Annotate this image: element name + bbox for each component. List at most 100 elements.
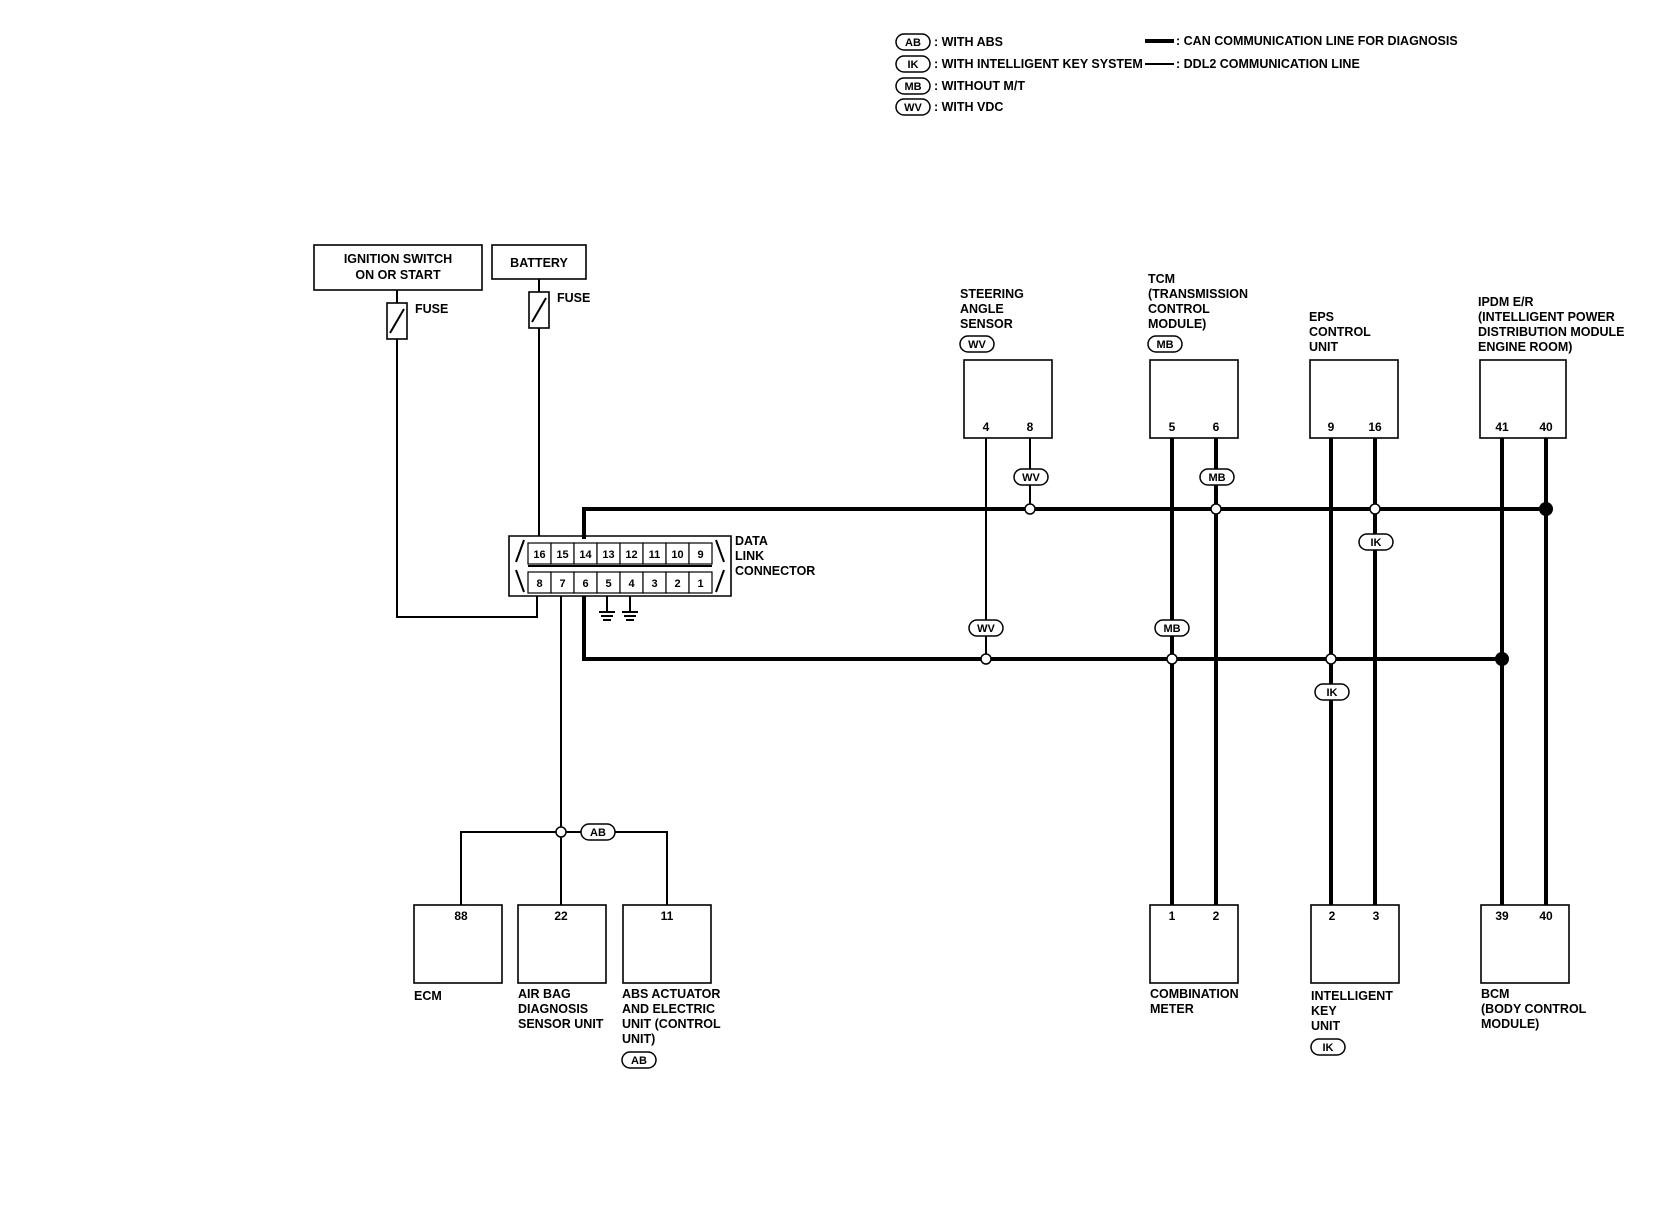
- battery-label: BATTERY: [510, 256, 568, 270]
- wire-tag-ab: AB: [580, 823, 616, 841]
- bcm-pin-40: 40: [1539, 909, 1553, 923]
- bcm: 39 40 BCM (BODY CONTROL MODULE): [1480, 904, 1587, 1031]
- tcm-label-2: (TRANSMISSION: [1148, 287, 1248, 301]
- legend-text: : WITH VDC: [934, 100, 1003, 114]
- abs-pin-11: 11: [661, 909, 674, 923]
- eps-pin-16: 16: [1368, 420, 1382, 434]
- bcm-label-2: (BODY CONTROL: [1481, 1002, 1587, 1016]
- legend-item-wv: WV : WITH VDC: [895, 98, 1003, 116]
- combo-label-2: METER: [1150, 1002, 1194, 1016]
- eps-label-2: CONTROL: [1309, 325, 1371, 339]
- steering-label-1: STEERING: [960, 287, 1024, 301]
- ecm-label: ECM: [414, 989, 442, 1003]
- dlc-top-pin-cell: [688, 542, 713, 565]
- dlc-label-3: CONNECTOR: [735, 564, 815, 578]
- ikey-pin-2: 2: [1329, 909, 1336, 923]
- tcm-pin-6: 6: [1213, 420, 1220, 434]
- wire-tag-ab-text: AB: [590, 827, 606, 839]
- fuse-label: FUSE: [415, 302, 448, 316]
- steering-pin-8: 8: [1027, 420, 1034, 434]
- ecm-pin-88: 88: [454, 909, 468, 923]
- legend-code: MB: [904, 81, 921, 93]
- legend-can-line-text: : CAN COMMUNICATION LINE FOR DIAGNOSIS: [1176, 34, 1458, 48]
- ground-symbols: [599, 596, 638, 621]
- abs-tag: AB: [631, 1055, 647, 1067]
- dlc-top-pin-12: 12: [625, 549, 637, 561]
- legend-code: IK: [908, 59, 919, 71]
- dlc-bottom-pin-4: 4: [628, 578, 635, 590]
- ipdm-er: IPDM E/R (INTELLIGENT POWER DISTRIBUTION…: [1478, 295, 1625, 439]
- ignition-switch: IGNITION SWITCH ON OR START: [313, 244, 483, 291]
- tcm-label-4: MODULE): [1148, 317, 1206, 331]
- eps-label-3: UNIT: [1309, 340, 1339, 354]
- dlc-top-pin-10: 10: [671, 549, 683, 561]
- abs-actuator-and-electric-unit: 11 ABS ACTUATOR AND ELECTRIC UNIT (CONTR…: [621, 904, 721, 1069]
- wire-tag-text: MB: [1208, 472, 1225, 484]
- combination-meter: 1 2 COMBINATION METER: [1149, 904, 1239, 1016]
- tcm: TCM (TRANSMISSION CONTROL MODULE) MB 5 6: [1147, 272, 1248, 439]
- wire-tag-mb-tcm: MB: [1199, 468, 1235, 486]
- wire-tag-text: WV: [977, 623, 995, 635]
- ipdm-label-4: ENGINE ROOM): [1478, 340, 1572, 354]
- ddl2-splice: [555, 826, 567, 838]
- wire-tag-text: MB: [1163, 623, 1180, 635]
- dlc-top-pin-13: 13: [602, 549, 614, 561]
- splice-can-high-eps: [1369, 503, 1381, 515]
- ignition-label-1: IGNITION SWITCH: [344, 252, 452, 266]
- abs-label-4: UNIT): [622, 1032, 655, 1046]
- wire-tag-ik-eps: IK: [1358, 533, 1394, 551]
- wire-tag-text: WV: [1022, 472, 1040, 484]
- abs-label-1: ABS ACTUATOR: [622, 987, 720, 1001]
- dlc-bottom-pin-cell: [688, 571, 713, 594]
- dlc-bottom-pin-3: 3: [651, 578, 657, 590]
- ipdm-pin-40: 40: [1539, 420, 1553, 434]
- legend-code: AB: [905, 37, 921, 49]
- dlc-top-pin-14: 14: [579, 549, 592, 561]
- junction-can-high-ipdm: [1539, 502, 1553, 516]
- legend-text: : WITH ABS: [934, 35, 1003, 49]
- dlc-top-pin-11: 11: [649, 549, 661, 561]
- ecm: 88 ECM: [413, 904, 503, 1003]
- tcm-label-3: CONTROL: [1148, 302, 1210, 316]
- bcm-label-3: MODULE): [1481, 1017, 1539, 1031]
- ikey-label-2: KEY: [1311, 1004, 1337, 1018]
- legend-item-ik: IK : WITH INTELLIGENT KEY SYSTEM: [895, 55, 1143, 73]
- junction-can-low-ipdm: [1495, 652, 1509, 666]
- splice-can-high-tcm: [1210, 503, 1222, 515]
- splice-can-high-steering: [1024, 503, 1036, 515]
- wire-tag-text: IK: [1327, 687, 1338, 699]
- dlc-bottom-pin-8: 8: [536, 578, 542, 590]
- ipdm-pin-41: 41: [1495, 420, 1509, 434]
- legend-item-mb: MB : WITHOUT M/T: [895, 77, 1025, 95]
- ddl2-branch: [460, 831, 668, 905]
- ikey-tag: IK: [1323, 1042, 1334, 1054]
- legend: AB : WITH ABS IK : WITH INTELLIGENT KEY …: [895, 33, 1458, 116]
- wire-tag-ik-low: IK: [1314, 683, 1350, 701]
- legend-text: : WITHOUT M/T: [934, 79, 1025, 93]
- tcm-pin-5: 5: [1169, 420, 1176, 434]
- splice-can-low-tcm: [1166, 653, 1178, 665]
- dlc-top-pin-16: 16: [533, 549, 545, 561]
- battery: BATTERY: [491, 244, 587, 280]
- bcm-pin-39: 39: [1495, 909, 1509, 923]
- fuse-label: FUSE: [557, 291, 590, 305]
- eps-pin-9: 9: [1328, 420, 1335, 434]
- dlc-bottom-pin-7: 7: [559, 578, 565, 590]
- wire-tag-mb-low: MB: [1154, 619, 1190, 637]
- dlc-top-pin-15: 15: [556, 549, 568, 561]
- steering-tag: WV: [968, 339, 986, 351]
- legend-code: WV: [904, 102, 922, 114]
- intelligent-key-unit: 2 3 INTELLIGENT KEY UNIT IK: [1310, 904, 1400, 1056]
- dlc-bottom-pin-1: 1: [697, 578, 703, 590]
- eps-label-1: EPS: [1309, 310, 1334, 324]
- airbag-pin-22: 22: [554, 909, 568, 923]
- abs-label-2: AND ELECTRIC: [622, 1002, 715, 1016]
- wire-tag-text: IK: [1371, 537, 1382, 549]
- combo-label-1: COMBINATION: [1150, 987, 1239, 1001]
- ipdm-label-3: DISTRIBUTION MODULE: [1478, 325, 1625, 339]
- ikey-pin-3: 3: [1373, 909, 1380, 923]
- legend-item-ab: AB : WITH ABS: [895, 33, 1003, 51]
